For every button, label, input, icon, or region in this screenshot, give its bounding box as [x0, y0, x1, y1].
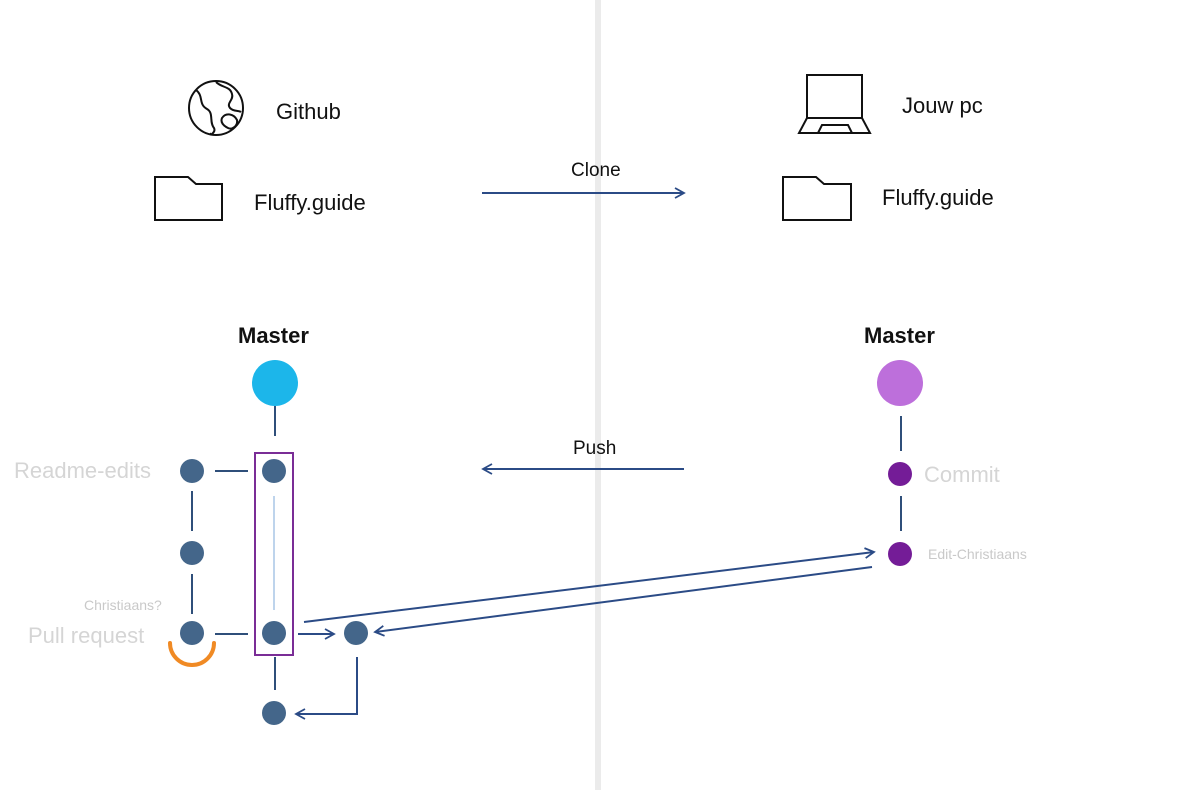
merge-node [344, 621, 368, 645]
pull-from-local-arrow [373, 566, 873, 637]
edit-christiaans-node [888, 542, 912, 566]
pull-request-node [180, 621, 204, 645]
readme-edits-node [180, 459, 204, 483]
master-node [262, 459, 286, 483]
remote-folder-label: Fluffy.guide [254, 190, 366, 215]
push-label: Push [573, 438, 616, 459]
folder-icon [782, 176, 852, 221]
master-node [262, 621, 286, 645]
center-divider [595, 0, 601, 790]
pull-request-label: Pull request [28, 623, 144, 648]
github-label: Github [276, 99, 341, 124]
push-to-local-arrow [303, 547, 876, 623]
local-folder-label: Fluffy.guide [882, 185, 994, 210]
reviewer-label: Christiaans? [84, 597, 162, 613]
master-selection-box [254, 452, 294, 656]
right-master-node [877, 360, 923, 406]
globe-icon [188, 80, 244, 136]
laptop-icon [797, 74, 872, 134]
jouw-pc-label: Jouw pc [902, 93, 983, 118]
return-arrow [294, 657, 358, 720]
readme-edits-label: Readme-edits [14, 458, 151, 483]
left-master-title: Master [238, 323, 309, 348]
master-node [262, 701, 286, 725]
left-master-node [252, 360, 298, 406]
commit-node [888, 462, 912, 486]
pull-request-highlight-arc [168, 641, 216, 667]
branch-node [180, 541, 204, 565]
edit-christiaans-label: Edit-Christiaans [928, 546, 1027, 562]
commit-label: Commit [924, 462, 1000, 487]
clone-label: Clone [571, 160, 621, 181]
folder-icon [154, 176, 223, 221]
right-master-title: Master [864, 323, 935, 348]
